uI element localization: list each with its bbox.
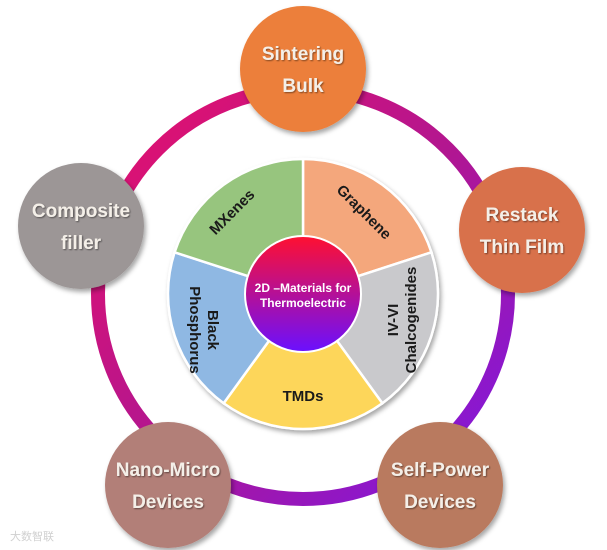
- node-restack-thin-film-circle: [459, 167, 585, 293]
- watermark-text: 大数智联: [10, 529, 54, 543]
- center-label-line2: Thermoelectric: [260, 296, 346, 310]
- node-sintering-bulk-circle: [240, 6, 366, 132]
- segment-iv-vi-chalcogenides-label: IV-VIChalcogenides: [385, 267, 420, 374]
- node-self-power-devices-circle: [377, 422, 503, 548]
- node-composite-filler-circle: [18, 163, 144, 289]
- center-hub: [244, 235, 362, 353]
- segment-tmds-label: TMDs: [283, 388, 324, 405]
- segment-tmds: [221, 291, 385, 431]
- node-nano-micro-devices-circle: [105, 422, 231, 548]
- center-label-line1: 2D –Materials for: [255, 281, 352, 295]
- segment-black-phosphorus-label: BlackPhosphorus: [186, 286, 221, 374]
